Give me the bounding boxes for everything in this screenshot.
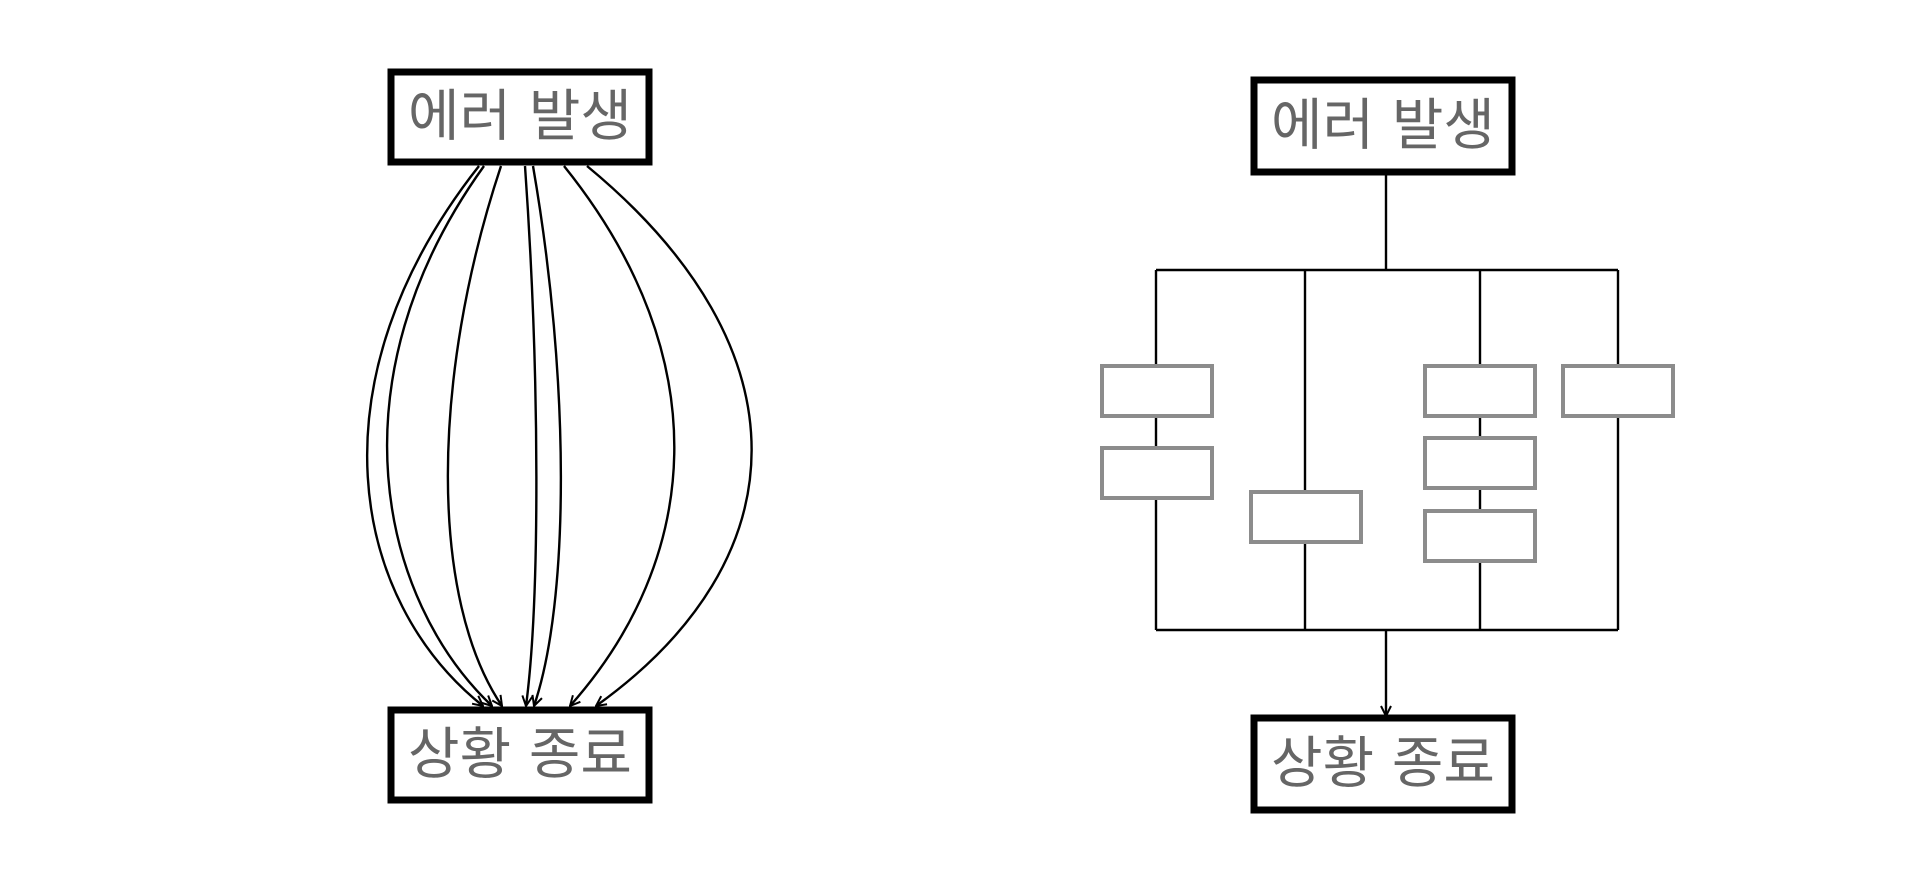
left-path-1 (365, 165, 483, 706)
right-step-boxes (1100, 364, 1675, 563)
left-end-box (387, 706, 653, 804)
step-box-branch-1-2 (1100, 446, 1214, 500)
left-path-5 (533, 165, 563, 706)
step-box-branch-2-1 (1249, 490, 1363, 544)
left-path-2 (385, 165, 492, 706)
left-diagram: 에러 발생 상황 종료 (365, 68, 753, 804)
right-diagram: 에러 발생 상황 종료 (1100, 76, 1675, 814)
left-path-3 (446, 165, 502, 706)
left-path-7 (586, 165, 753, 706)
step-box-branch-3-1 (1423, 364, 1537, 418)
left-end-label: 상황 종료 (408, 723, 632, 788)
right-end-label: 상황 종료 (1271, 732, 1495, 797)
step-box-branch-3-2 (1423, 436, 1537, 490)
step-box-branch-3-3 (1423, 509, 1537, 563)
left-start-box (387, 68, 653, 166)
right-start-box (1250, 76, 1516, 176)
right-start-node: 에러 발생 (1250, 76, 1516, 176)
left-paths (365, 165, 753, 706)
left-path-4 (525, 165, 538, 706)
right-connectors (1154, 174, 1620, 716)
right-end-node: 상황 종료 (1250, 714, 1516, 814)
left-path-6 (563, 165, 676, 706)
left-start-label: 에러 발생 (408, 85, 632, 150)
step-box-branch-1-1 (1100, 364, 1214, 418)
right-end-box (1250, 714, 1516, 814)
left-end-node: 상황 종료 (387, 706, 653, 804)
left-start-node: 에러 발생 (387, 68, 653, 166)
right-start-label: 에러 발생 (1271, 94, 1495, 159)
step-box-branch-4-1 (1561, 364, 1675, 418)
